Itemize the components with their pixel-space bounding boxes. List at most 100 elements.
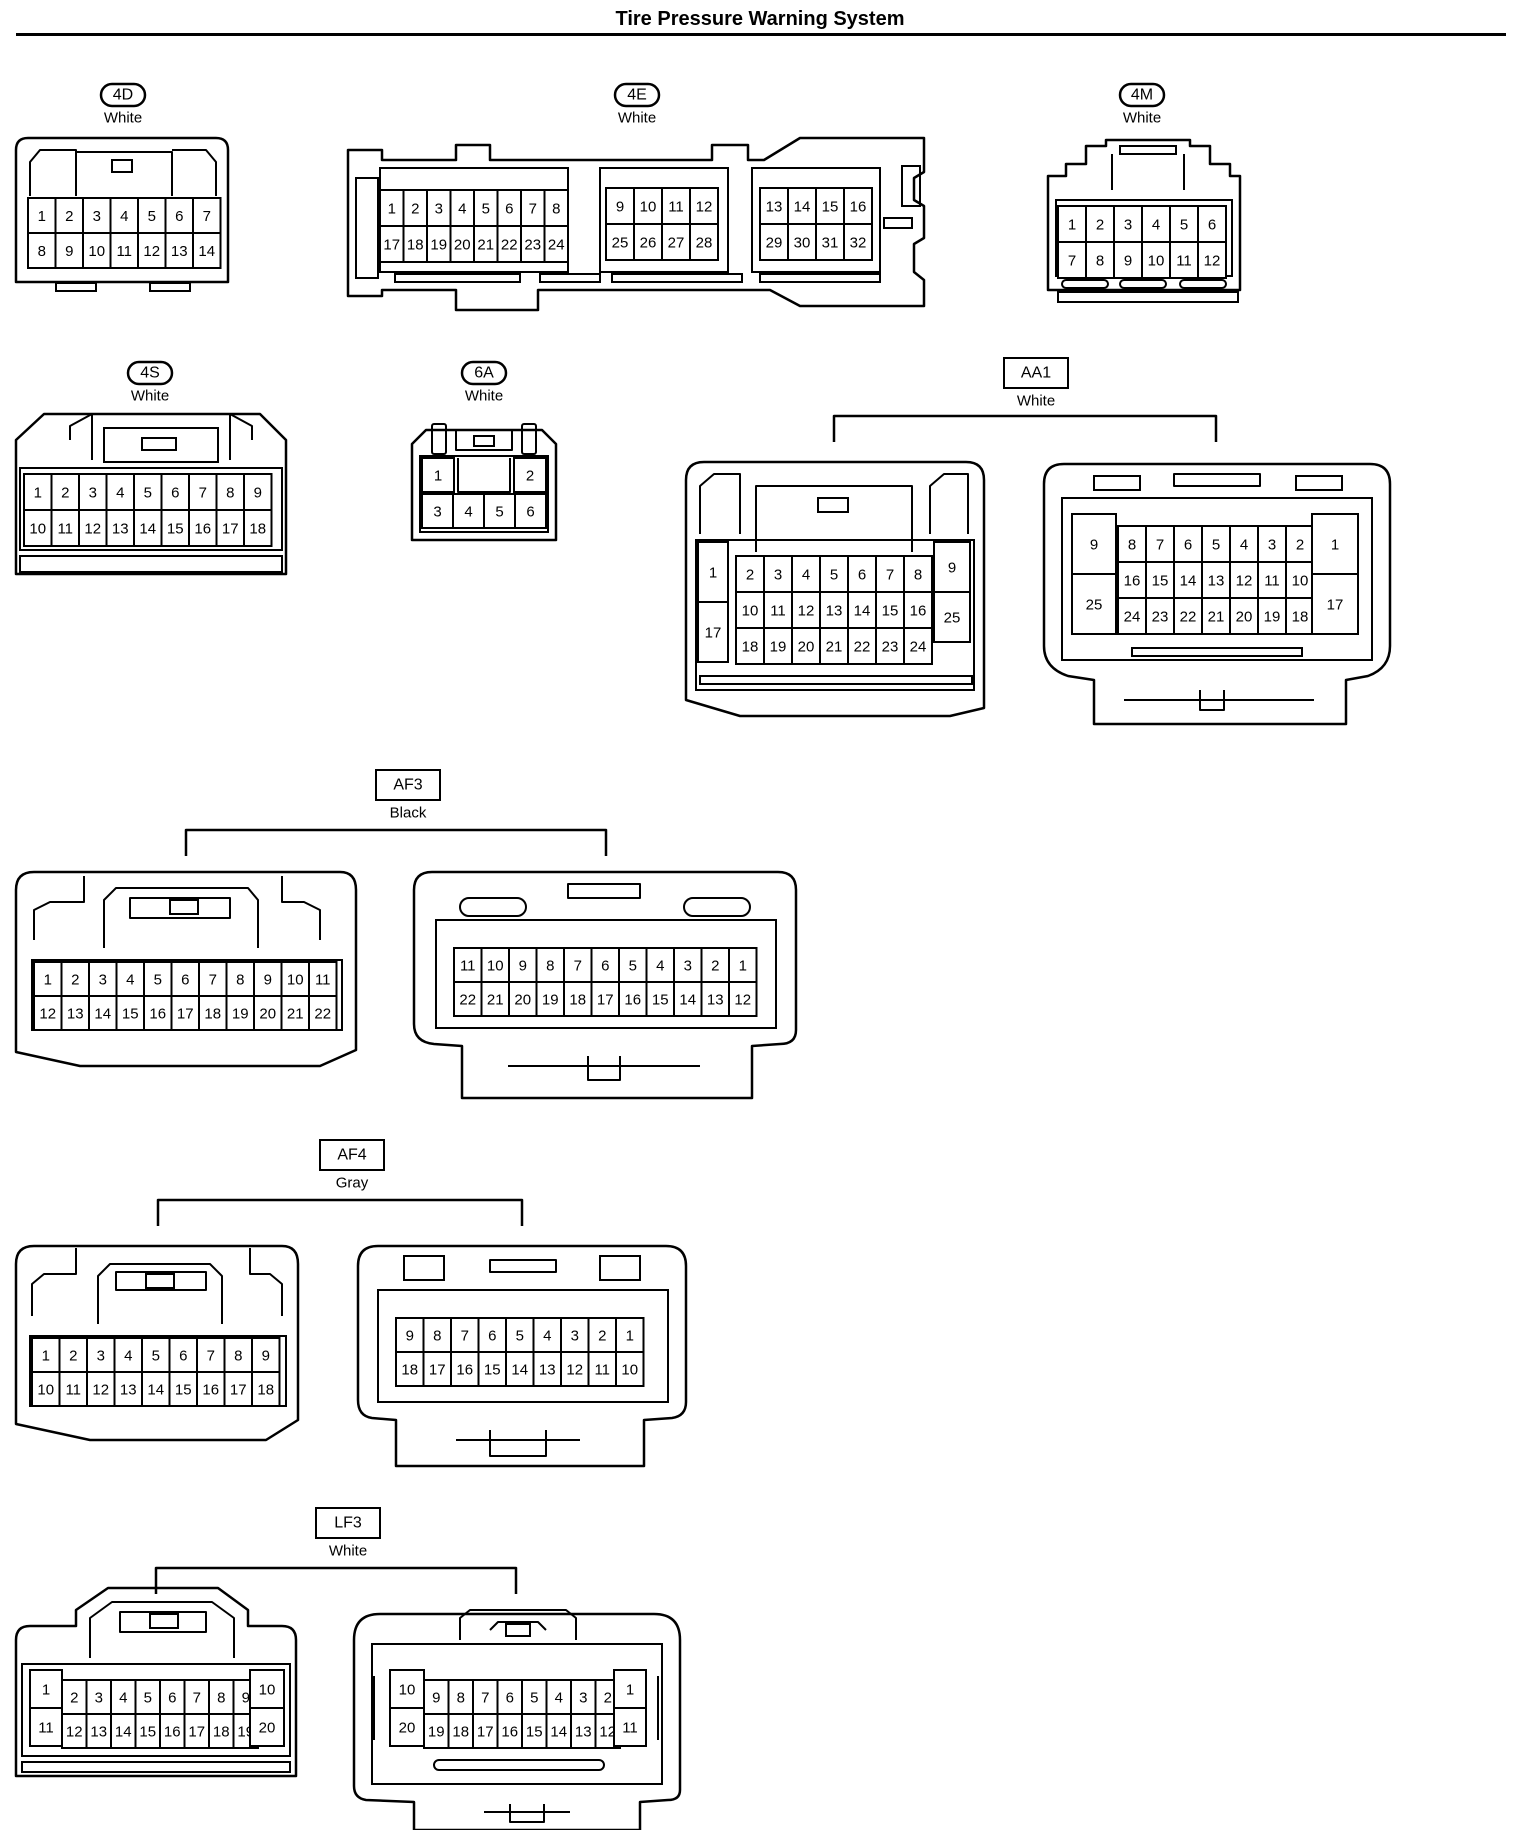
pin-label: 12 xyxy=(566,1362,583,1379)
pin-label: 17 xyxy=(230,1382,247,1399)
pin-label: 16 xyxy=(1124,573,1141,590)
outline-shape xyxy=(14,870,358,1068)
pin-cell xyxy=(422,1317,452,1353)
pin-cell xyxy=(1311,513,1359,575)
pin-label: 30 xyxy=(794,235,811,252)
outline-shape xyxy=(281,876,321,940)
pin-label: 20 xyxy=(454,237,471,254)
pin-label: 17 xyxy=(597,992,614,1009)
outline-shape xyxy=(1173,473,1261,487)
pin-cell xyxy=(249,1669,285,1709)
pin-label: 6 xyxy=(1208,217,1216,234)
pin-label: 24 xyxy=(548,237,565,254)
pin-label: 15 xyxy=(122,1006,139,1023)
pin-label: 9 xyxy=(254,485,262,502)
pin-label: 4 xyxy=(120,208,128,225)
outline-shape xyxy=(111,159,133,173)
pin-label: 20 xyxy=(1236,609,1253,626)
pin-cell xyxy=(673,947,703,983)
pin-label: 5 xyxy=(629,958,637,975)
pin-label: 6 xyxy=(171,485,179,502)
outline-shape xyxy=(89,1601,235,1658)
pin-label: 18 xyxy=(204,1006,221,1023)
pin-label: 2 xyxy=(746,567,754,584)
pin-cell xyxy=(605,223,635,261)
pin-label: 25 xyxy=(944,610,961,627)
outline-shape xyxy=(33,876,85,940)
pin-label: 2 xyxy=(70,1690,78,1707)
pin-label: 7 xyxy=(461,1328,469,1345)
pin-cell xyxy=(613,1707,647,1747)
pin-cell xyxy=(198,995,228,1031)
pin-label: 4 xyxy=(802,567,810,584)
pin-label: 12 xyxy=(92,1382,109,1399)
pin-label: 5 xyxy=(144,485,152,502)
pin-label: 3 xyxy=(95,1690,103,1707)
pin-label: 14 xyxy=(511,1362,528,1379)
pin-cell xyxy=(819,627,849,665)
outline-shape xyxy=(456,1430,580,1457)
pin-cell xyxy=(395,1351,425,1387)
pin-label: 8 xyxy=(546,958,554,975)
outline-shape xyxy=(356,1244,688,1468)
pin-label: 13 xyxy=(112,521,129,538)
pin-cell xyxy=(1197,241,1227,279)
pin-label: 1 xyxy=(434,468,442,485)
connector-color: White xyxy=(1017,393,1055,410)
pin-label: 18 xyxy=(742,639,759,656)
outline-shape xyxy=(14,412,288,576)
pin-label: 14 xyxy=(679,992,696,1009)
pin-cell xyxy=(160,509,190,547)
pin-label: 4 xyxy=(555,1690,563,1707)
pin-cell xyxy=(1201,561,1231,599)
pin-label: 11 xyxy=(668,199,684,216)
outline-shape xyxy=(699,675,973,685)
connector-color: Gray xyxy=(336,1175,369,1192)
connector-id: AA1 xyxy=(1021,365,1051,382)
pin-cell xyxy=(196,1337,226,1373)
pin-label: 5 xyxy=(482,201,490,218)
pin-label: 17 xyxy=(188,1724,205,1741)
pin-label: 14 xyxy=(115,1724,132,1741)
pin-cell xyxy=(183,1679,210,1715)
pin-cell xyxy=(1141,241,1171,279)
pin-label: 17 xyxy=(705,625,722,642)
pin-label: 3 xyxy=(433,504,441,521)
pin-label: 25 xyxy=(1086,597,1103,614)
pin-label: 19 xyxy=(428,1724,445,1741)
pin-label: 20 xyxy=(259,1720,276,1737)
pin-label: 18 xyxy=(249,521,266,538)
pin-label: 6 xyxy=(505,201,513,218)
pin-label: 4 xyxy=(126,972,134,989)
pin-label: 3 xyxy=(571,1328,579,1345)
pin-cell xyxy=(215,473,245,511)
pin-label: 1 xyxy=(1331,537,1339,554)
pin-cell xyxy=(615,1317,645,1353)
pin-label: 20 xyxy=(798,639,815,656)
pin-cell xyxy=(27,232,57,269)
pin-label: 8 xyxy=(234,1348,242,1365)
outline-shape xyxy=(371,1643,663,1785)
outline-shape xyxy=(751,167,881,273)
pin-label: 7 xyxy=(199,485,207,502)
pin-label: 14 xyxy=(94,1006,111,1023)
outline-shape xyxy=(1061,279,1109,289)
pin-label: 4 xyxy=(124,1348,132,1365)
pin-label: 14 xyxy=(794,199,811,216)
pin-label: 4 xyxy=(464,504,472,521)
pin-cell xyxy=(787,223,817,261)
pin-cell xyxy=(477,1317,507,1353)
pin-label: 19 xyxy=(770,639,787,656)
pin-cell xyxy=(483,493,516,529)
connector-id-box xyxy=(1003,357,1069,389)
pin-cell xyxy=(423,1713,450,1749)
outline-shape xyxy=(377,1289,669,1403)
pin-cell xyxy=(1071,573,1117,635)
pin-label: 6 xyxy=(181,972,189,989)
connector-color: White xyxy=(618,110,656,127)
pin-cell xyxy=(521,1713,548,1749)
pin-label: 15 xyxy=(175,1382,192,1399)
outline-shape xyxy=(249,1248,283,1316)
